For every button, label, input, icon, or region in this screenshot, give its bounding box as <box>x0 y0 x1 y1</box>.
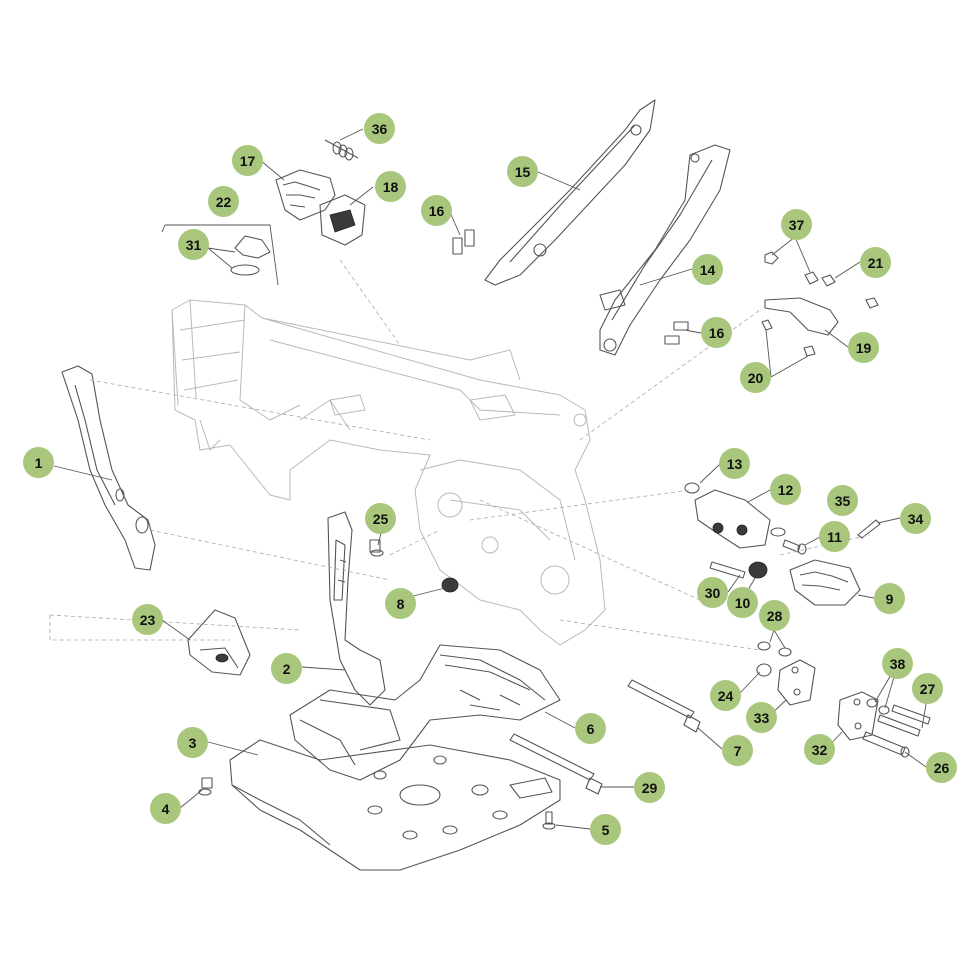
callout-25[interactable]: 25 <box>365 503 396 534</box>
callout-19[interactable]: 19 <box>848 332 879 363</box>
part-31-clip <box>230 235 271 276</box>
callout-18[interactable]: 18 <box>375 171 406 202</box>
part-25-bolt <box>369 539 384 557</box>
part-28-washers <box>757 641 792 657</box>
part-2-right-guard <box>327 511 386 706</box>
callout-14[interactable]: 14 <box>692 254 723 285</box>
part-14-subframe-rail <box>599 144 731 356</box>
part-13-nut <box>684 482 700 494</box>
callout-30[interactable]: 30 <box>697 577 728 608</box>
part-34-pin <box>857 519 881 539</box>
part-10-spring <box>748 561 768 579</box>
part-27-bolts <box>877 704 931 737</box>
part-16-bolts-right <box>664 321 689 345</box>
callout-21[interactable]: 21 <box>860 247 891 278</box>
part-4-bolt <box>198 777 213 796</box>
callout-22[interactable]: 22 <box>208 186 239 217</box>
part-36-spring <box>324 139 359 161</box>
callout-27[interactable]: 27 <box>912 673 943 704</box>
callout-24[interactable]: 24 <box>710 680 741 711</box>
part-11-bolt <box>782 539 807 555</box>
part-38-washers <box>866 698 890 715</box>
callout-28[interactable]: 28 <box>759 600 790 631</box>
part-9-footpeg-right <box>789 559 861 606</box>
part-6-skid-frame <box>289 644 561 781</box>
part-1-frame-guard <box>61 365 156 571</box>
callout-38[interactable]: 38 <box>882 648 913 679</box>
part-30-pin <box>709 561 746 579</box>
part-24-spacer <box>756 663 772 677</box>
callout-33[interactable]: 33 <box>746 702 777 733</box>
callout-16-top[interactable]: 16 <box>421 195 452 226</box>
part-8-spacer <box>441 577 459 593</box>
callout-16-right[interactable]: 16 <box>701 317 732 348</box>
callout-37[interactable]: 37 <box>781 209 812 240</box>
part-33-plate <box>777 659 816 706</box>
part-12-footpeg-bracket <box>694 489 771 549</box>
callout-3[interactable]: 3 <box>177 727 208 758</box>
callout-13[interactable]: 13 <box>719 448 750 479</box>
part-29-bolt <box>509 733 603 795</box>
callout-1[interactable]: 1 <box>23 447 54 478</box>
part-23-bracket <box>187 609 251 676</box>
part-19-bracket <box>764 297 839 336</box>
callout-5[interactable]: 5 <box>590 814 621 845</box>
part-35-washer <box>770 527 786 537</box>
callout-7[interactable]: 7 <box>722 735 753 766</box>
callout-32[interactable]: 32 <box>804 734 835 765</box>
callout-6[interactable]: 6 <box>575 713 606 744</box>
part-15-subframe-rail <box>484 99 656 286</box>
part-7-long-bolt <box>627 679 701 733</box>
callout-4[interactable]: 4 <box>150 793 181 824</box>
callout-10[interactable]: 10 <box>727 587 758 618</box>
part-21-nut <box>821 274 879 309</box>
callout-29[interactable]: 29 <box>634 772 665 803</box>
callout-20[interactable]: 20 <box>740 362 771 393</box>
callout-23[interactable]: 23 <box>132 604 163 635</box>
callout-34[interactable]: 34 <box>900 503 931 534</box>
part-20-bolts <box>761 319 816 357</box>
callout-9[interactable]: 9 <box>874 583 905 614</box>
callout-31[interactable]: 31 <box>178 229 209 260</box>
callout-8[interactable]: 8 <box>385 588 416 619</box>
part-26-bolt <box>862 731 910 758</box>
part-3-skid-plate <box>229 739 561 871</box>
part-5-bolt <box>542 811 556 830</box>
callout-12[interactable]: 12 <box>770 474 801 505</box>
part-17-footpeg-left <box>275 169 336 221</box>
callout-11[interactable]: 11 <box>819 521 850 552</box>
callout-26[interactable]: 26 <box>926 752 957 783</box>
callout-36[interactable]: 36 <box>364 113 395 144</box>
callout-2[interactable]: 2 <box>271 653 302 684</box>
callout-15[interactable]: 15 <box>507 156 538 187</box>
callout-17[interactable]: 17 <box>232 145 263 176</box>
callout-35[interactable]: 35 <box>827 485 858 516</box>
part-18-footpeg-mount <box>319 194 366 246</box>
main-frame <box>171 299 606 646</box>
part-37-nuts <box>764 251 819 285</box>
part-16-bolts-top <box>452 229 475 255</box>
